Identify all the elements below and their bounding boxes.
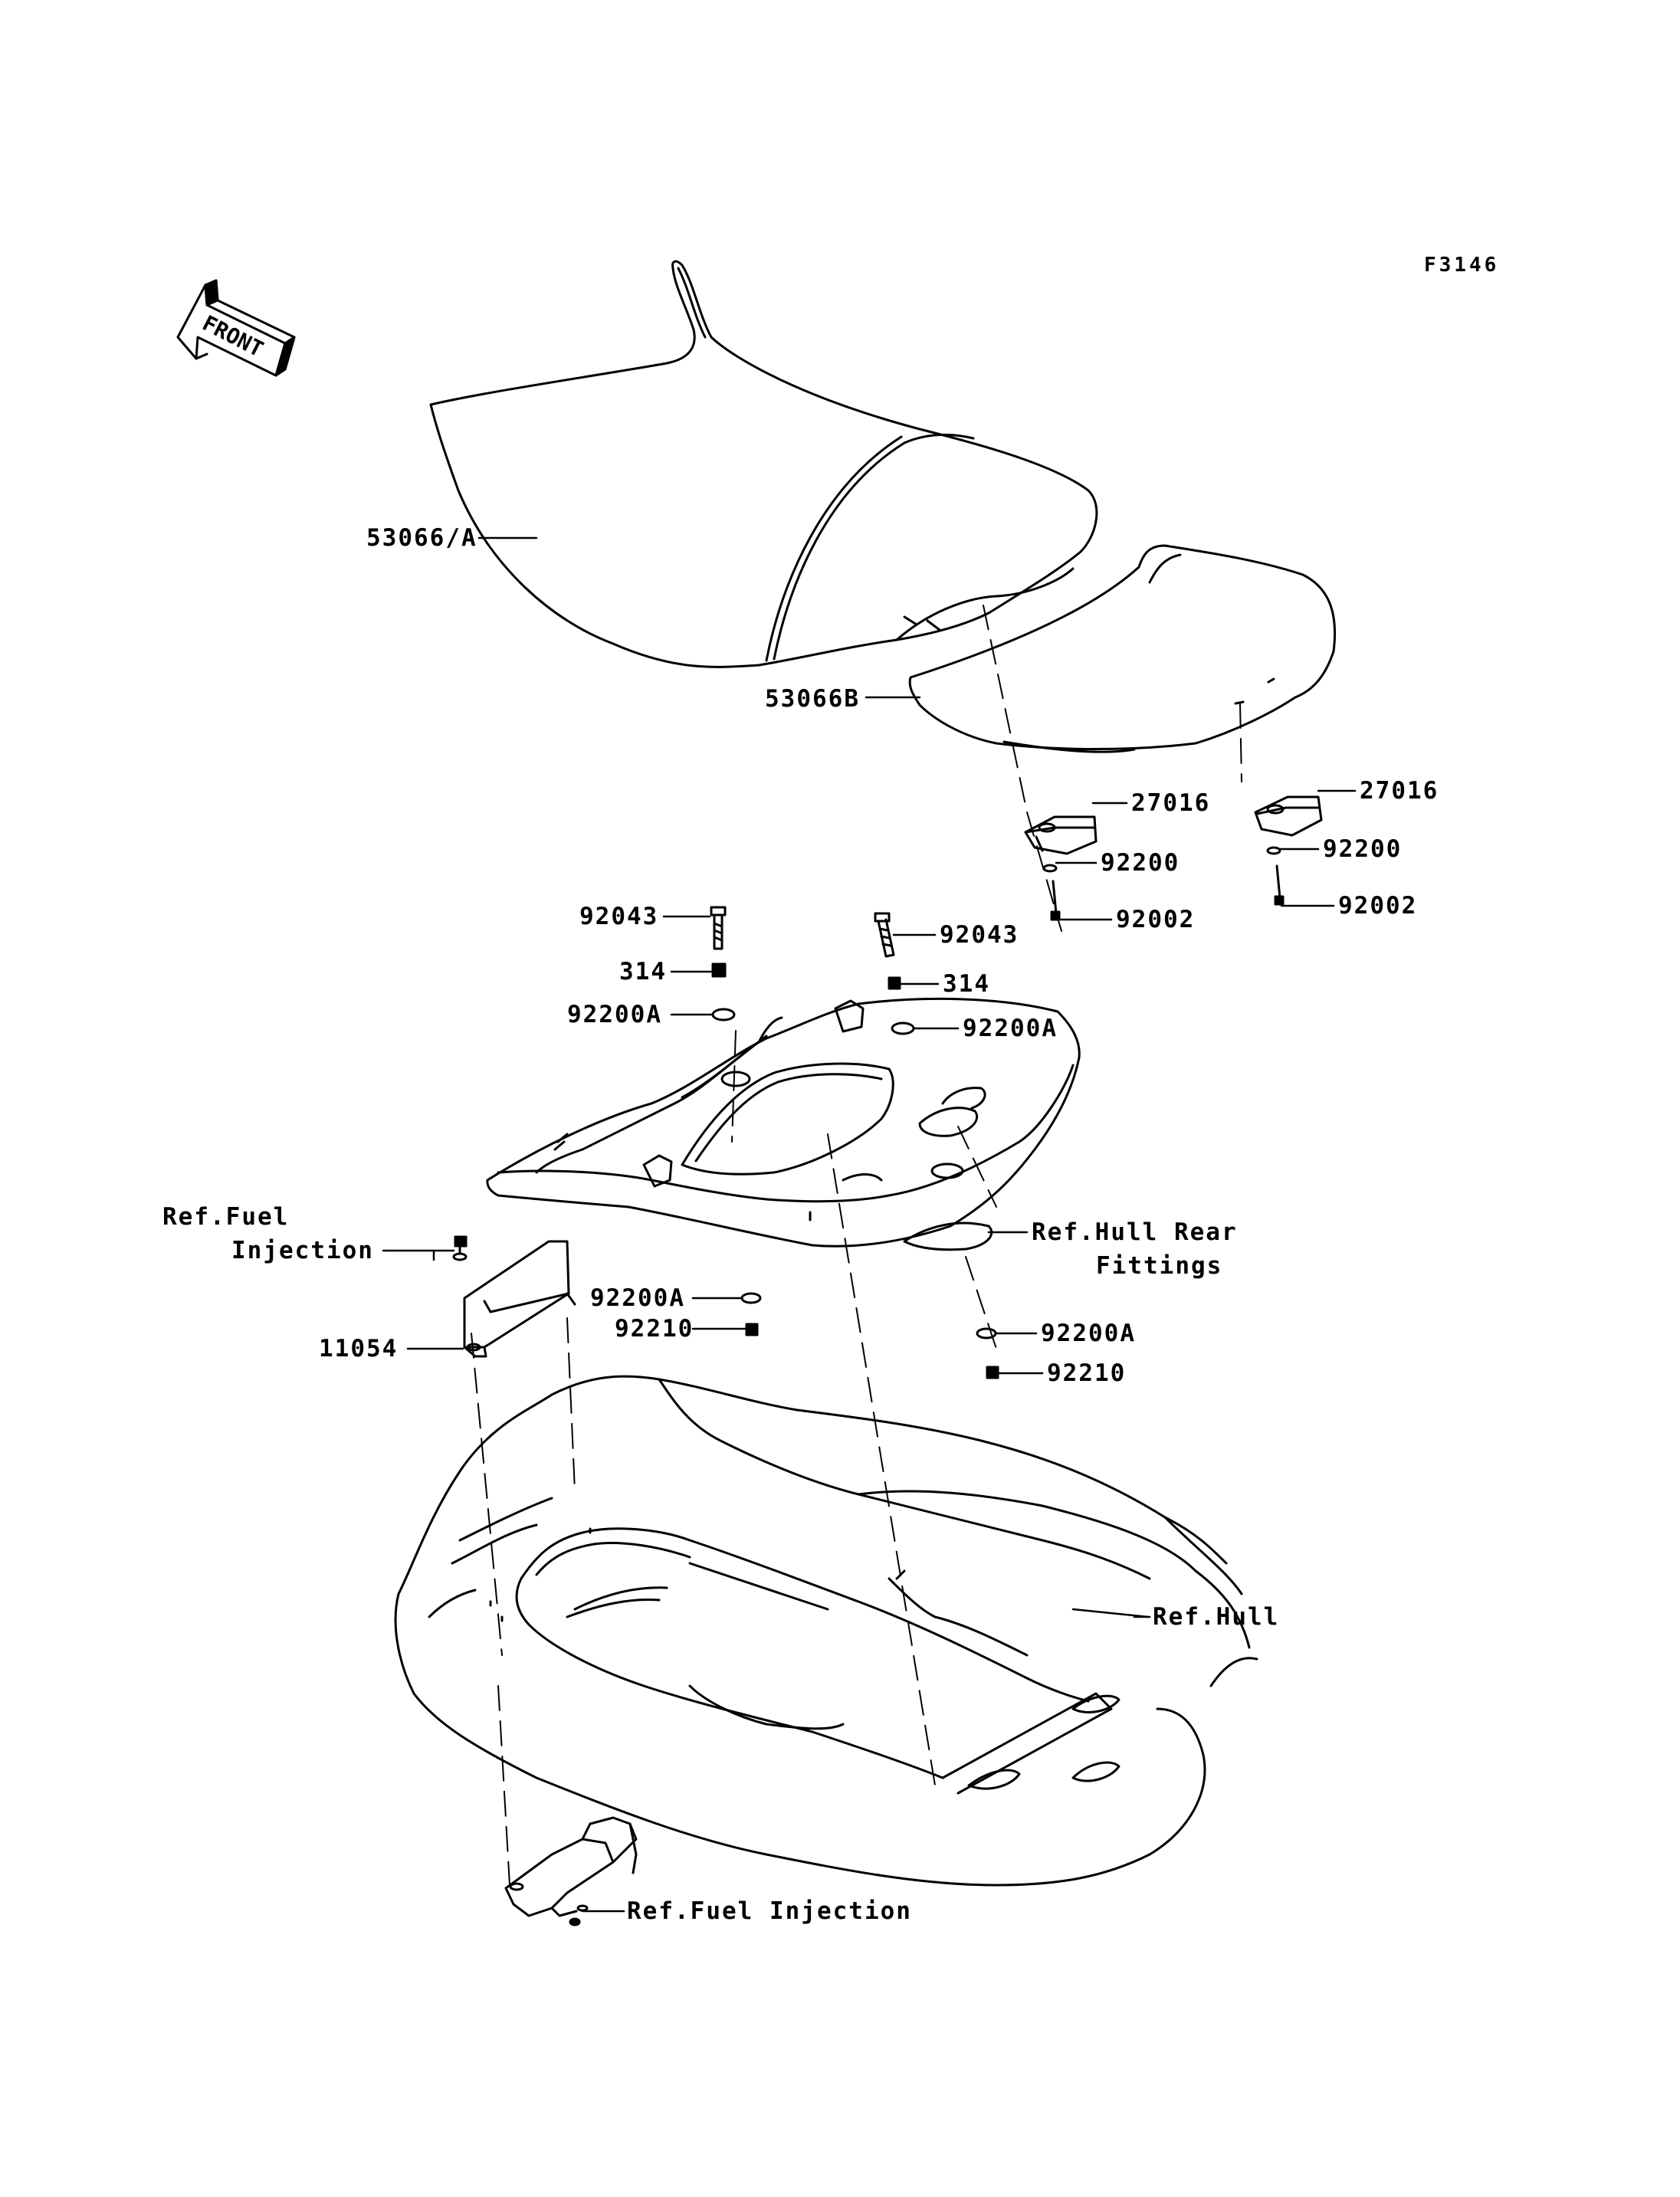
nut-314-right: [888, 976, 901, 990]
cover-11054: [463, 1240, 576, 1358]
label-washer-left: 92200: [1101, 849, 1180, 877]
label-ref-fuel-injection-bottom: Ref.Fuel Injection: [627, 1897, 912, 1925]
washer-92200-left: [1042, 864, 1058, 873]
front-arrow-icon: FRONT: [176, 279, 296, 377]
alignment-lines: [471, 605, 1242, 1886]
washer-92200a-right-top: [891, 1021, 915, 1035]
label-washer-a-right-bottom: 92200A: [1041, 1320, 1136, 1347]
label-bracket-right: 27016: [1360, 777, 1439, 805]
screw-ref-fuel-injection-top: [452, 1235, 468, 1261]
label-stud-right: 92043: [940, 921, 1019, 949]
label-nut-lower-right: 92210: [1047, 1359, 1127, 1387]
label-washer-a-right-top: 92200A: [963, 1015, 1058, 1042]
label-ref-hull: Ref.Hull: [1153, 1603, 1280, 1631]
label-stud-left: 92043: [579, 903, 659, 930]
washer-92200a-left-bottom: [740, 1292, 762, 1304]
label-bolt-left: 92002: [1116, 906, 1196, 933]
bracket-left: [1024, 815, 1098, 855]
label-nut-right: 314: [943, 970, 990, 998]
bolt-92002-right: [1274, 864, 1285, 906]
label-bolt-right: 92002: [1338, 892, 1418, 920]
label-ref-fuel-injection-top-line2: Injection: [231, 1237, 374, 1264]
bracket-ref-fuel-injection-bottom: [504, 1816, 638, 1926]
washer-92200a-right-bottom: [976, 1327, 997, 1340]
nut-314-left: [711, 962, 727, 978]
nut-92210-left: [745, 1323, 759, 1336]
bolt-92002-left: [1050, 880, 1061, 921]
label-washer-right: 92200: [1323, 835, 1403, 863]
label-seat-rear: 53066B: [765, 685, 860, 713]
label-nut-left: 314: [619, 958, 667, 985]
bracket-right: [1254, 795, 1323, 837]
figure-code: F3146: [1424, 254, 1500, 277]
label-nut-lower-left: 92210: [615, 1315, 694, 1343]
stud-92043-right: [874, 912, 895, 958]
label-washer-a-left-top: 92200A: [567, 1001, 662, 1028]
leader-lines: [382, 536, 1357, 1913]
label-bracket-left: 27016: [1131, 789, 1211, 817]
seat-rear: [908, 544, 1337, 753]
seat-front: [429, 260, 1098, 668]
hull: [394, 1375, 1258, 1887]
hull-rear-fittings: [486, 997, 1081, 1251]
label-washer-a-left-bottom: 92200A: [590, 1284, 685, 1312]
label-ref-hull-rear-line2: Fittings: [1096, 1252, 1223, 1280]
label-ref-fuel-injection-top-line1: Ref.Fuel: [162, 1203, 290, 1231]
nut-92210-right: [986, 1366, 999, 1379]
stud-92043-left: [710, 906, 727, 950]
washer-92200a-left-top: [711, 1008, 736, 1021]
label-ref-hull-rear-line1: Ref.Hull Rear: [1032, 1218, 1238, 1246]
label-cover: 11054: [319, 1335, 399, 1362]
washer-92200-right: [1266, 846, 1281, 855]
label-seat-front: 53066/A: [366, 524, 477, 552]
